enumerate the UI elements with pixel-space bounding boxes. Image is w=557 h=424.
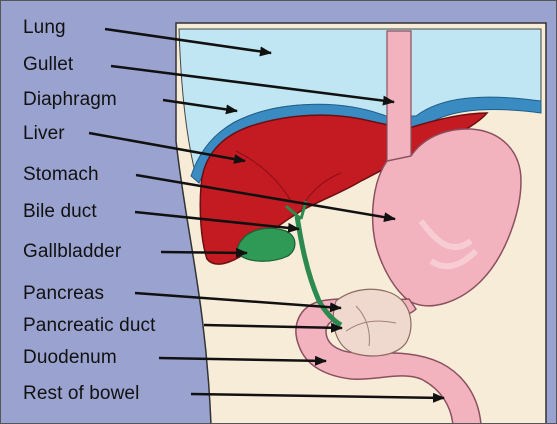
label-rest-of-bowel: Rest of bowel	[23, 383, 139, 405]
gullet-shape	[387, 31, 411, 166]
pancreas-shape	[333, 289, 411, 356]
label-bile-duct: Bile duct	[23, 201, 97, 223]
label-liver: Liver	[23, 123, 65, 145]
label-gallbladder: Gallbladder	[23, 241, 121, 263]
label-pancreas: Pancreas	[23, 283, 104, 305]
label-diaphragm: Diaphragm	[23, 89, 117, 111]
label-pancreatic-duct: Pancreatic duct	[23, 315, 155, 337]
label-duodenum: Duodenum	[23, 347, 117, 369]
arrow-gallbladder	[161, 252, 247, 253]
label-gullet: Gullet	[23, 54, 73, 76]
label-stomach: Stomach	[23, 164, 99, 186]
label-lung: Lung	[23, 17, 66, 39]
